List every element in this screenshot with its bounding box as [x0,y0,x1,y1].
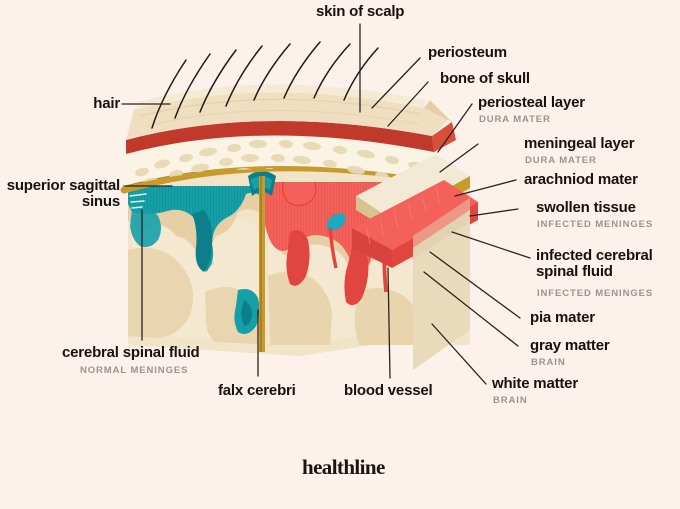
sublabel-infected-csf: INFECTED MENINGES [537,288,654,299]
label-white-matter: white matter [492,375,578,392]
sublabel-white-matter: BRAIN [493,395,528,406]
label-gray-matter: gray matter [530,337,610,354]
block-right-face [413,198,470,370]
label-pia-mater: pia mater [530,309,595,326]
sublabel-meningeal-layer: DURA MATER [525,155,597,166]
left-hemisphere-normal [128,186,262,345]
label-bone-of-skull: bone of skull [440,70,530,87]
label-swollen-tissue: swollen tissue [536,199,636,216]
label-infected-cerebral-spinal-fluid: infected cerebral spinal fluid [536,247,653,280]
hair-strands [151,41,379,129]
label-skin-of-scalp: skin of scalp [316,3,405,20]
label-periosteal-layer: periosteal layer [478,94,585,111]
scalp [126,41,452,140]
periosteum [126,120,456,154]
falx-cerebri [259,176,265,352]
label-superior-sagittal-sinus: superior sagittal sinus [6,177,120,210]
leader-lines [121,23,531,385]
sublabel-gray-matter: BRAIN [531,357,566,368]
healthline-logo: healthline [302,455,385,479]
label-blood-vessel: blood vessel [344,382,433,399]
label-periosteum: periosteum [428,44,507,61]
sublabel-swollen-tissue: INFECTED MENINGES [537,219,654,230]
label-cerebral-spinal-fluid: cerebral spinal fluid [62,344,200,361]
label-meningeal-layer: meningeal layer [524,135,635,152]
label-hair: hair [93,95,120,112]
label-arachnoid-mater: arachniod mater [524,171,638,188]
label-falx-cerebri: falx cerebri [218,382,296,399]
sublabel-periosteal-layer: DURA MATER [479,114,551,125]
sublabel-cerebral-spinal-fluid: NORMAL MENINGES [80,365,189,376]
